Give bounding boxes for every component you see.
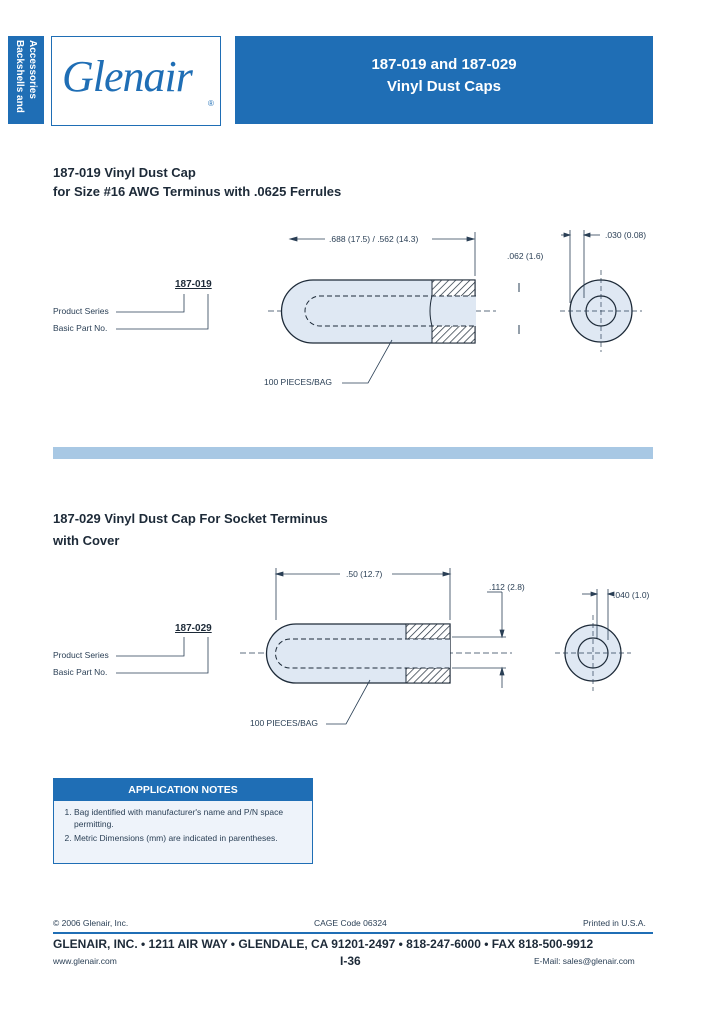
section1-title-line1: 187-019 Vinyl Dust Cap: [53, 165, 196, 180]
section2-cap-end-view: [555, 615, 631, 691]
section2-wall-dimension: [582, 589, 615, 640]
application-note-1: Bag identified with manufacturer's name …: [74, 807, 312, 830]
section2-length-dimension: [274, 568, 452, 620]
side-tab-line1: Backshells and: [14, 40, 25, 113]
section2-label-basic-part: Basic Part No.: [53, 667, 108, 677]
footer-copyright: © 2006 Glenair, Inc.: [53, 918, 129, 928]
footer-cage-code: CAGE Code 06324: [314, 918, 387, 928]
application-notes-heading: APPLICATION NOTES: [54, 779, 312, 801]
section2-label-product-series: Product Series: [53, 650, 109, 660]
section2-bag-label: 100 PIECES/BAG: [250, 718, 319, 728]
section1-bag-label: 100 PIECES/BAG: [264, 377, 333, 387]
section2-title-line1: 187-029 Vinyl Dust Cap For Socket Termin…: [53, 511, 328, 526]
section2-bag-leader: [326, 679, 371, 725]
logo-registered-mark: ®: [208, 99, 214, 108]
section-divider: [53, 447, 653, 459]
header-title-line1: 187-019 and 187-029: [371, 56, 517, 73]
section2-title-line2: with Cover: [53, 533, 120, 548]
footer-page-number: I-36: [340, 954, 361, 968]
side-tab-line2: Accessories: [27, 40, 38, 99]
section1-part-number: 187-019: [175, 279, 212, 290]
section2-part-number: 187-029: [175, 623, 212, 634]
section1-length-dimension: [288, 232, 476, 276]
section1-cap-end-view: [560, 270, 642, 352]
section2-dim-id: .112 (2.8): [489, 582, 525, 592]
section1-bag-leader: [342, 339, 393, 384]
section1-title: 187-019 Vinyl Dust Cap for Size #16 AWG …: [53, 163, 341, 201]
section1-dim-length: .688 (17.5) / .562 (14.3): [329, 234, 419, 244]
logo-wordmark: Glenair: [62, 52, 193, 101]
application-note-2: Metric Dimensions (mm) are indicated in …: [74, 833, 312, 845]
section1-dim-wall: .030 (0.08): [605, 230, 647, 240]
footer-address: GLENAIR, INC. • 1211 AIR WAY • GLENDALE,…: [53, 937, 594, 951]
section2-leader-lines: [116, 637, 209, 674]
section1-label-product-series: Product Series: [53, 306, 109, 316]
footer-website: www.glenair.com: [53, 956, 117, 966]
section1-wall-dimension: [561, 230, 600, 303]
section1-leader-lines: [116, 294, 209, 330]
side-tab: Backshells and Accessories: [8, 36, 44, 124]
section1-cap-side-view: [268, 279, 496, 344]
section1-title-line2: for Size #16 AWG Terminus with .0625 Fer…: [53, 184, 342, 199]
footer-rule: [53, 932, 653, 934]
section2-dim-length: .50 (12.7): [346, 569, 383, 579]
header-title-box: 187-019 and 187-029 Vinyl Dust Caps: [235, 36, 653, 124]
footer-email: E-Mail: sales@glenair.com: [534, 956, 635, 966]
section2-title: 187-029 Vinyl Dust Cap For Socket Termin…: [53, 509, 328, 550]
section2-id-dimension: [452, 591, 506, 688]
footer-printed: Printed in U.S.A.: [583, 918, 646, 928]
section2-cap-side-view: [240, 623, 512, 684]
section1-dim-id: .062 (1.6): [507, 251, 544, 261]
application-notes-list: Bag identified with manufacturer's name …: [54, 807, 312, 845]
company-logo: Glenair ®: [51, 36, 221, 126]
header-title-line2: Vinyl Dust Caps: [387, 78, 501, 95]
application-notes-box: APPLICATION NOTES Bag identified with ma…: [53, 778, 313, 864]
section2-dim-wall: .040 (1.0): [613, 590, 650, 600]
section1-label-basic-part: Basic Part No.: [53, 323, 108, 333]
